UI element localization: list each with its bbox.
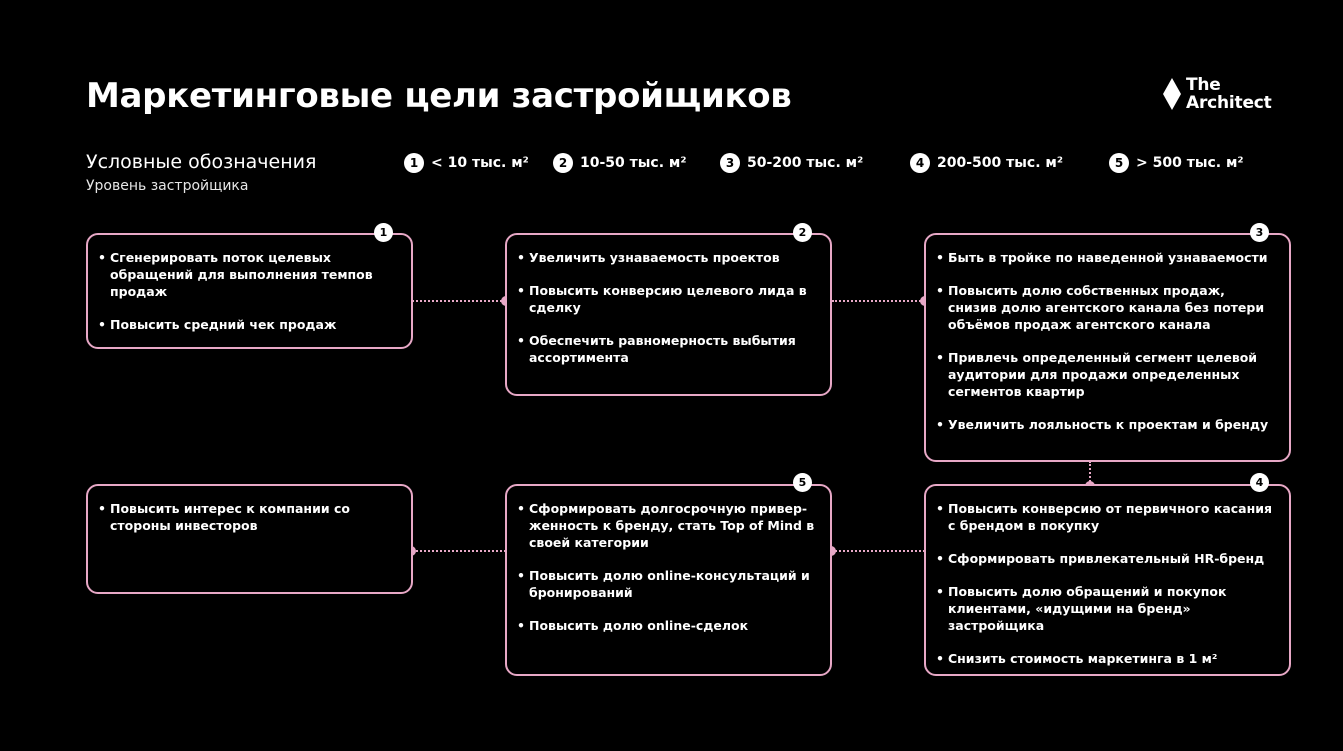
- goal-item: Повысить долю собственных продаж, снизив…: [936, 282, 1277, 333]
- logo-text: The Architect: [1186, 76, 1272, 112]
- goal-card-level-4: Повысить конверсию от первичного касания…: [924, 484, 1291, 676]
- legend-label: 50-200 тыс. м²: [747, 155, 864, 171]
- legend-label: > 500 тыс. м²: [1136, 155, 1244, 171]
- logo-line-1: The: [1186, 75, 1221, 95]
- legend-item-1: 1 < 10 тыс. м²: [404, 153, 529, 173]
- goal-card-level-2: Увеличить узнаваемость проектов Повысить…: [505, 233, 832, 396]
- legend-number: 2: [553, 153, 573, 173]
- goal-item: Повысить конверсию от первичного касания…: [936, 500, 1277, 534]
- goal-list: Повысить конверсию от первичного касания…: [926, 486, 1289, 667]
- legend-label: 200-500 тыс. м²: [937, 155, 1063, 171]
- legend-label: < 10 тыс. м²: [431, 155, 529, 171]
- goal-item: Повысить интерес к компании со стороны и…: [98, 500, 399, 534]
- goal-item: Привлечь определенный сегмент целевой ау…: [936, 349, 1277, 400]
- level-badge: 5: [793, 473, 812, 492]
- goal-item: Повысить долю online-консультаций и брон…: [517, 567, 818, 601]
- goal-item: Повысить конверсию целевого лида в сделк…: [517, 282, 818, 316]
- goal-item: Увеличить лояльность к проектам и бренду: [936, 416, 1277, 433]
- page-title: Маркетинговые цели застройщиков: [86, 76, 792, 116]
- legend-number: 4: [910, 153, 930, 173]
- level-badge: 3: [1250, 223, 1269, 242]
- goal-card-level-5: Сформировать долгосрочную привер-женност…: [505, 484, 832, 676]
- connector-1-2: [412, 300, 506, 302]
- goal-item: Увеличить узнаваемость проектов: [517, 249, 818, 266]
- legend-number: 5: [1109, 153, 1129, 173]
- goal-item: Быть в тройке по наведенной узнаваемости: [936, 249, 1277, 266]
- connector-5-investors: [412, 550, 506, 552]
- goal-list: Увеличить узнаваемость проектов Повысить…: [507, 235, 830, 366]
- connector-4-5: [832, 550, 925, 552]
- goal-item: Повысить средний чек продаж: [98, 316, 399, 333]
- level-badge: 2: [793, 223, 812, 242]
- legend-item-4: 4 200-500 тыс. м²: [910, 153, 1063, 173]
- goal-card-level-1: Сгенерировать поток целевых обращений дл…: [86, 233, 413, 349]
- diamond-icon: [1163, 78, 1181, 110]
- goal-card-investors: Повысить интерес к компании со стороны и…: [86, 484, 413, 594]
- goal-list: Повысить интерес к компании со стороны и…: [88, 486, 411, 534]
- goal-list: Сформировать долгосрочную привер-женност…: [507, 486, 830, 634]
- legend-number: 1: [404, 153, 424, 173]
- legend-number: 3: [720, 153, 740, 173]
- legend-title: Условные обозначения: [86, 151, 317, 173]
- connector-2-3: [832, 300, 925, 302]
- goal-item: Повысить долю обращений и покупок клиент…: [936, 583, 1277, 634]
- legend-item-3: 3 50-200 тыс. м²: [720, 153, 863, 173]
- legend-item-2: 2 10-50 тыс. м²: [553, 153, 687, 173]
- goal-list: Быть в тройке по наведенной узнаваемости…: [926, 235, 1289, 433]
- goal-card-level-3: Быть в тройке по наведенной узнаваемости…: [924, 233, 1291, 462]
- legend-item-5: 5 > 500 тыс. м²: [1109, 153, 1244, 173]
- legend-label: 10-50 тыс. м²: [580, 155, 687, 171]
- legend-subtitle: Уровень застройщика: [86, 178, 249, 194]
- goal-item: Сформировать долгосрочную привер-женност…: [517, 500, 818, 551]
- goal-item: Обеспечить равномерность выбытия ассорти…: [517, 332, 818, 366]
- level-badge: 1: [374, 223, 393, 242]
- goal-item: Повысить долю online-сделок: [517, 617, 818, 634]
- goal-item: Снизить стоимость маркетинга в 1 м²: [936, 650, 1277, 667]
- goal-item: Сгенерировать поток целевых обращений дл…: [98, 249, 399, 300]
- logo: The Architect: [1163, 76, 1272, 112]
- goal-item: Сформировать привлекательный HR-бренд: [936, 550, 1277, 567]
- level-badge: 4: [1250, 473, 1269, 492]
- logo-line-2: Architect: [1186, 93, 1272, 113]
- connector-3-4: [1089, 461, 1091, 486]
- goal-list: Сгенерировать поток целевых обращений дл…: [88, 235, 411, 333]
